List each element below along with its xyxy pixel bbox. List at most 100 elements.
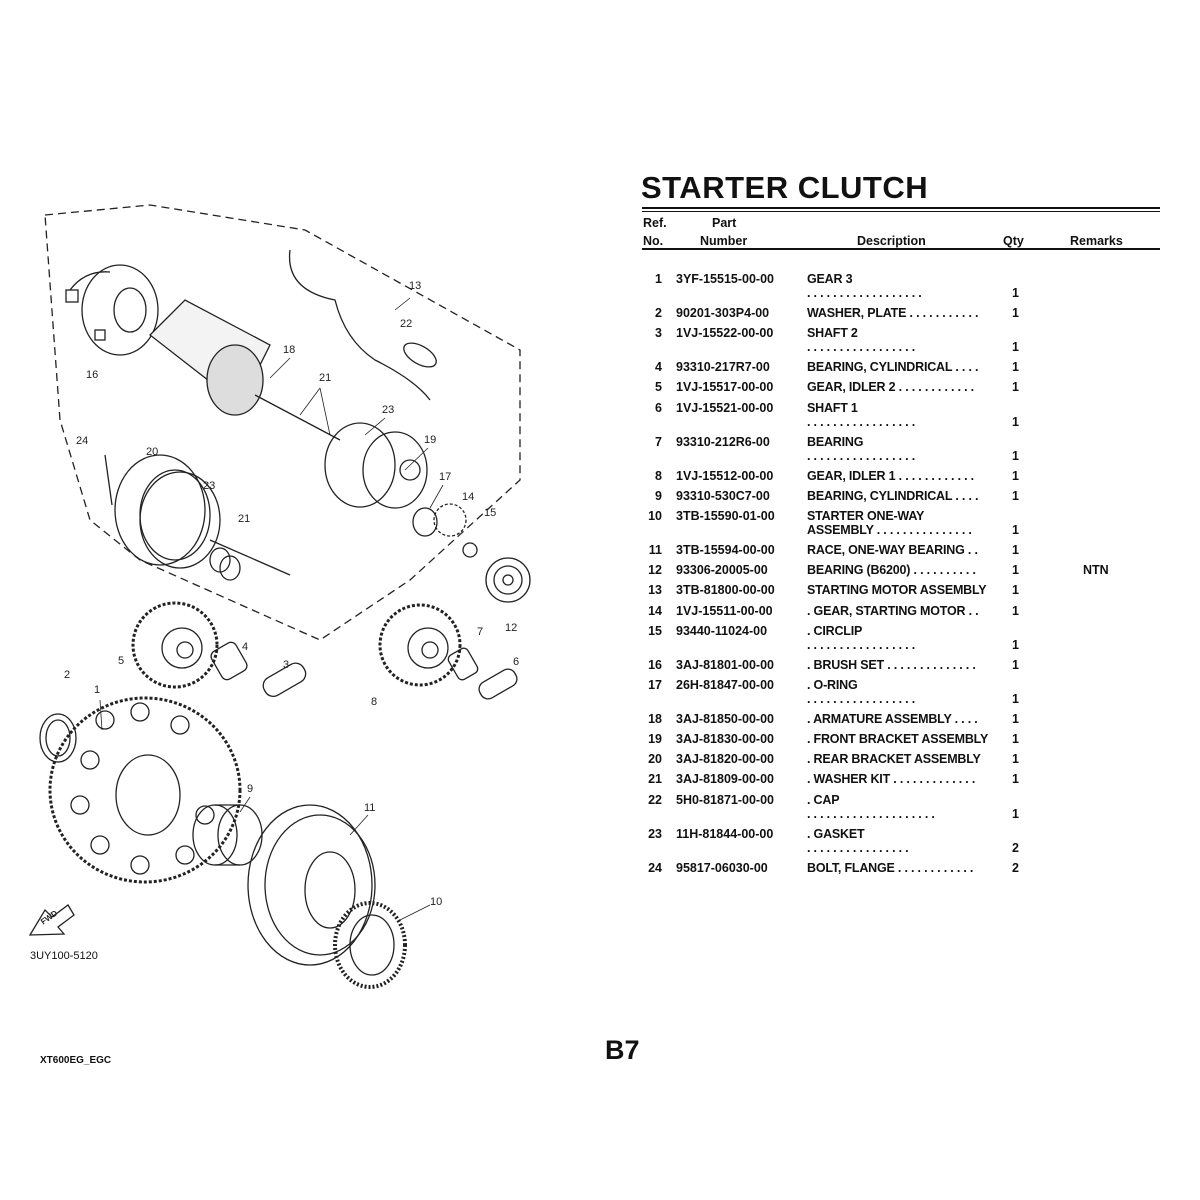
cell-qty: 1 bbox=[1012, 542, 1019, 557]
cell-ref: 20 bbox=[648, 752, 662, 767]
cell-ref: 24 bbox=[648, 860, 662, 875]
cell-ref: 12 bbox=[648, 563, 662, 578]
cell-description: BEARING . . . . . . . . . . . . . . . . … bbox=[807, 434, 916, 463]
cell-qty: 1 bbox=[1012, 286, 1019, 300]
gear-3-drawing bbox=[48, 696, 242, 884]
idler-gear-2-drawing bbox=[131, 601, 219, 689]
cell-ref: 17 bbox=[648, 677, 662, 692]
cell-part-number: 1VJ-15511-00-00 bbox=[676, 603, 773, 618]
cell-qty: 1 bbox=[1012, 732, 1019, 747]
model-code: XT600EG_EGC bbox=[40, 1055, 112, 1066]
figure-code: 3UY100-5120 bbox=[30, 950, 98, 962]
callout-1: 1 bbox=[94, 684, 101, 696]
circlip-drawing bbox=[462, 542, 478, 558]
callout-5: 5 bbox=[118, 655, 125, 667]
callout-13: 13 bbox=[409, 280, 422, 292]
callout-7: 7 bbox=[477, 626, 484, 638]
header-remarks: Remarks bbox=[1070, 234, 1123, 248]
cell-qty: 1 bbox=[1012, 806, 1019, 821]
cell-qty: 1 bbox=[1012, 637, 1019, 652]
callout-24: 24 bbox=[76, 435, 89, 447]
idler-gear-1-drawing bbox=[378, 603, 462, 687]
brush-set-drawing bbox=[65, 264, 159, 356]
callout-12: 12 bbox=[505, 622, 518, 634]
cell-qty: 1 bbox=[1012, 772, 1019, 787]
washer-plate-drawing bbox=[39, 713, 77, 763]
callout-20: 20 bbox=[146, 446, 159, 458]
cell-part-number: 93310-212R6-00 bbox=[676, 434, 770, 449]
bearing-12-drawing bbox=[485, 557, 531, 603]
cell-description: GEAR, IDLER 2 . . . . . . . . . . . . bbox=[807, 380, 974, 395]
cell-qty: 2 bbox=[1012, 860, 1019, 875]
cell-part-number: 3AJ-81850-00-00 bbox=[676, 711, 774, 726]
header-no: No. bbox=[643, 234, 664, 248]
cell-description: . FRONT BRACKET ASSEMBLY bbox=[807, 732, 989, 747]
cell-part-number: 1VJ-15522-00-00 bbox=[676, 326, 774, 341]
callout-14: 14 bbox=[462, 491, 475, 503]
header-ref: Ref. bbox=[643, 216, 667, 230]
cell-description: SHAFT 1 . . . . . . . . . . . . . . . . … bbox=[807, 400, 916, 429]
cell-description: . BRUSH SET . . . . . . . . . . . . . . bbox=[807, 657, 976, 672]
title-rule-thin bbox=[642, 211, 1160, 212]
cell-ref: 11 bbox=[648, 542, 662, 557]
cell-description: . GASKET . . . . . . . . . . . . . . . . bbox=[807, 826, 909, 855]
callout-19: 19 bbox=[424, 434, 437, 446]
cell-part-number: 3TB-81800-00-00 bbox=[676, 583, 775, 598]
callout-2: 2 bbox=[64, 669, 71, 681]
cell-qty: 1 bbox=[1012, 603, 1019, 618]
cell-description: RACE, ONE-WAY BEARING . . bbox=[807, 542, 978, 557]
parts-table: 1 3YF-15515-00-00 GEAR 3. . . . . . . . . … bbox=[640, 272, 1160, 881]
cell-ref: 1 bbox=[655, 272, 662, 286]
cap-drawing bbox=[403, 342, 437, 368]
cell-part-number: 93310-530C7-00 bbox=[676, 488, 770, 503]
cell-part-number: 3AJ-81809-00-00 bbox=[676, 772, 774, 787]
header-qty: Qty bbox=[1003, 234, 1024, 248]
cell-description: WASHER, PLATE . . . . . . . . . . . bbox=[807, 306, 979, 320]
cell-part-number: 3AJ-81820-00-00 bbox=[676, 752, 774, 767]
callout-23: 23 bbox=[382, 404, 395, 416]
cell-qty: 1 bbox=[1012, 448, 1019, 463]
page-number: B7 bbox=[605, 1035, 640, 1065]
callout-6: 6 bbox=[513, 656, 520, 668]
cell-ref: 15 bbox=[648, 623, 662, 638]
cell-part-number: 1VJ-15512-00-00 bbox=[676, 468, 774, 483]
exploded-diagram bbox=[28, 204, 531, 989]
table-row: 11 3TB-15594-00-00 RACE, ONE-WAY BEARING .… bbox=[640, 543, 1160, 563]
cell-description: BEARING, CYLINDRICAL . . . . bbox=[807, 488, 979, 503]
cell-ref: 18 bbox=[648, 711, 662, 726]
cell-ref: 19 bbox=[648, 732, 662, 747]
cell-description: . CIRCLIP . . . . . . . . . . . . . . . … bbox=[807, 623, 916, 652]
cell-description: . WASHER KIT . . . . . . . . . . . . . bbox=[807, 772, 976, 787]
fwd-arrow-icon bbox=[28, 904, 75, 936]
cell-description: GEAR 3. . . . . . . . . . . . . . . . . … bbox=[807, 272, 922, 300]
cell-part-number: 3TB-15594-00-00 bbox=[676, 542, 775, 557]
rear-bracket-drawing bbox=[104, 454, 291, 576]
cell-description: GEAR, IDLER 1 . . . . . . . . . . . . bbox=[807, 468, 974, 483]
callout-21: 21 bbox=[319, 372, 332, 384]
cell-ref: 22 bbox=[648, 792, 662, 807]
header-description: Description bbox=[857, 234, 926, 248]
cell-qty: 1 bbox=[1012, 752, 1019, 767]
cell-description: BEARING (B6200) . . . . . . . . . . bbox=[807, 563, 976, 578]
callout-18: 18 bbox=[283, 344, 296, 356]
cell-qty: 1 bbox=[1012, 306, 1019, 320]
cell-part-number: 3YF-15515-00-00 bbox=[676, 272, 774, 286]
cell-part-number: 95817-06030-00 bbox=[676, 860, 768, 875]
table-row: 1 3YF-15515-00-00 GEAR 3. . . . . . . . . … bbox=[640, 272, 1160, 306]
callout-3: 3 bbox=[283, 659, 290, 671]
cell-remarks: NTN bbox=[1083, 563, 1109, 578]
cell-ref: 2 bbox=[655, 306, 662, 320]
cell-part-number: 26H-81847-00-00 bbox=[676, 677, 774, 692]
callout-9: 9 bbox=[247, 783, 254, 795]
